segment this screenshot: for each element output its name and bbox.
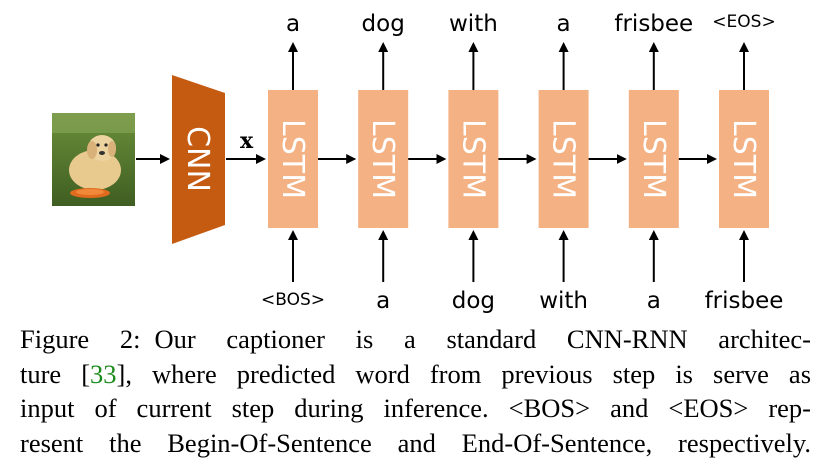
lstm-cell-3: LSTM with dog: [448, 11, 537, 314]
lstm-cell-6: LSTM <EOS> frisbee: [705, 12, 784, 314]
lstm-label: LSTM: [275, 119, 310, 199]
lstm-cell-5: LSTM frisbee a: [614, 11, 717, 314]
lstm-box: [358, 90, 409, 228]
captioner-diagram: CNN x LSTMa<BOS>LSTMdogaLSTMwithdogLSTMa…: [52, 11, 783, 314]
lstm-label: LSTM: [365, 119, 400, 199]
input-word-6: frisbee: [705, 288, 784, 314]
feature-x-label: x: [240, 128, 254, 154]
output-word-2: dog: [362, 11, 405, 37]
lstm-cell-4: LSTM a with: [538, 11, 627, 314]
output-word-1: a: [286, 11, 300, 37]
caption-line-1: Our captioner is a standard CNN-RNN arch…: [154, 324, 811, 354]
lstm-box: [448, 90, 499, 228]
lstm-label: LSTM: [726, 119, 761, 199]
caption-line-2-pre: ture [: [20, 358, 91, 389]
lstm-label: LSTM: [546, 119, 581, 199]
caption-line-4: resent the Begin-Of-Sentence and End-Of-…: [20, 427, 811, 458]
input-word-3: dog: [452, 288, 495, 314]
cnn-block: CNN: [172, 75, 225, 244]
lstm-box: [268, 90, 318, 228]
lstm-box: [538, 90, 589, 228]
input-word-4: with: [539, 288, 588, 314]
lstm-cell-1: LSTM a <BOS>: [261, 11, 357, 310]
figure-caption: Figure 2: Our captioner is a standard CNN…: [20, 322, 811, 460]
lstm-label: LSTM: [636, 119, 671, 199]
input-word-2: a: [376, 288, 390, 314]
input-word-1: <BOS>: [261, 290, 325, 310]
dog-photo: [52, 113, 135, 206]
citation-link[interactable]: 33: [90, 358, 117, 389]
figure-label: Figure 2:: [20, 324, 141, 354]
lstm-label: LSTM: [455, 119, 490, 199]
caption-line-2-post: ], where predicted word from previous st…: [116, 358, 812, 389]
caption-line-3: input of current step during inference. …: [20, 393, 811, 423]
lstm-box: [719, 90, 769, 228]
output-word-5: frisbee: [614, 11, 693, 37]
lstm-box: [628, 90, 679, 228]
lstm-chain: LSTMa<BOS>LSTMdogaLSTMwithdogLSTMawithLS…: [261, 11, 783, 314]
cnn-label: CNN: [180, 126, 215, 192]
lstm-cell-2: LSTM dog a: [358, 11, 447, 314]
output-word-3: with: [449, 11, 498, 37]
output-word-6: <EOS>: [712, 12, 775, 32]
output-word-4: a: [557, 11, 571, 37]
input-word-5: a: [647, 288, 661, 314]
